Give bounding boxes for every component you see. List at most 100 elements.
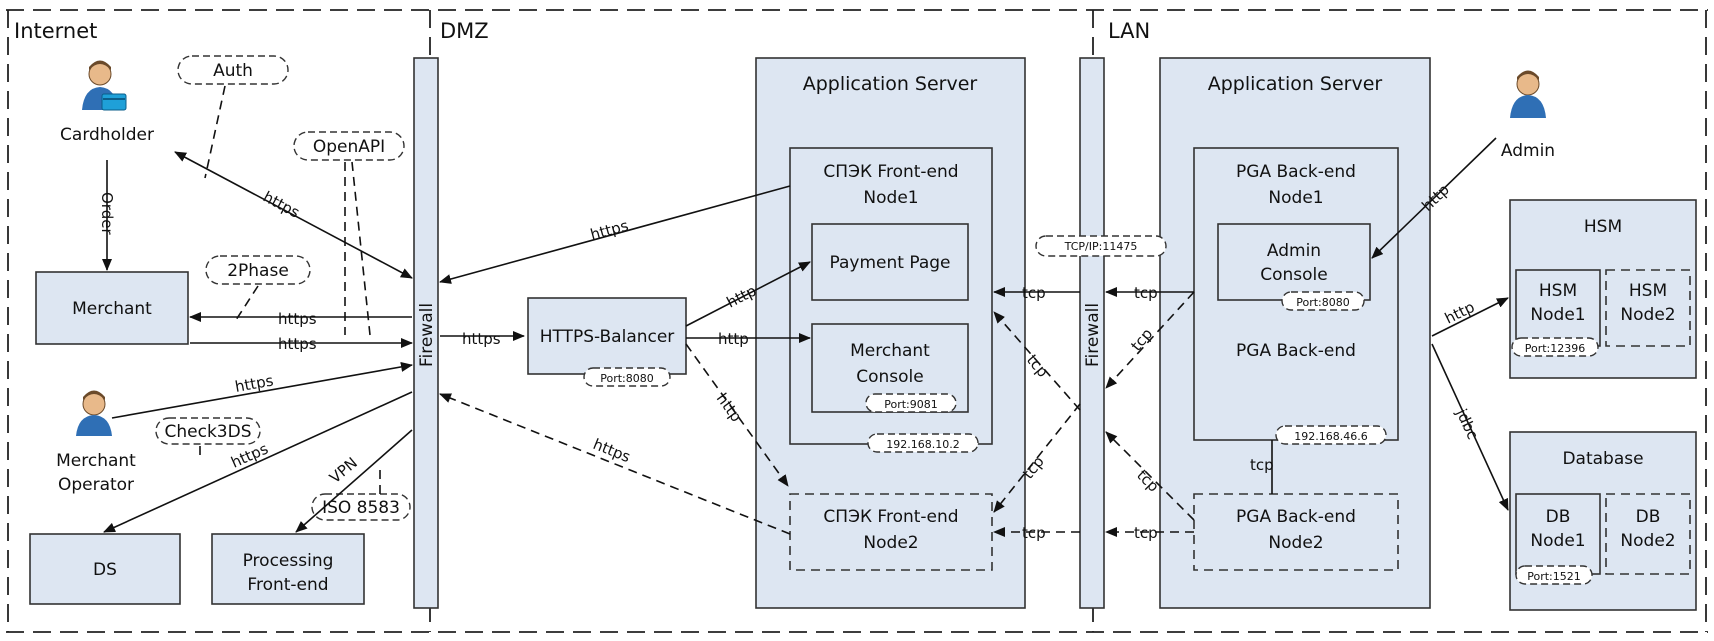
frontend-node2-label-1: СПЭК Front-end xyxy=(823,507,958,527)
iso8583-tag-label: ISO 8583 xyxy=(322,498,400,518)
hsm-label: HSM xyxy=(1584,217,1622,237)
order-edge-label: Order xyxy=(98,192,116,235)
hsm-node2-label-2: Node2 xyxy=(1620,305,1675,325)
cardholder-icon xyxy=(82,60,127,111)
hsm-port-tag xyxy=(1511,337,1599,357)
admin-console-label-2: Console xyxy=(1260,265,1328,285)
merchant-console-port-tag xyxy=(865,393,957,413)
processing-label-1: Processing xyxy=(243,551,334,571)
merchant-console-port-label: Port:9081 xyxy=(884,398,938,411)
fw2-node2-tcp2-label: tcp xyxy=(1022,524,1046,542)
ds-box xyxy=(29,533,181,605)
backend-node1-label-1: PGA Back-end xyxy=(1236,162,1356,182)
frontend-https-arrow xyxy=(439,185,791,284)
backend-node1-label-2: Node1 xyxy=(1268,188,1323,208)
db-node2-label-2: Node2 xyxy=(1620,531,1675,551)
balancer-payment-http-arrow xyxy=(685,261,811,327)
firewall-2 xyxy=(1079,57,1105,609)
firewall-1-label: Firewall xyxy=(417,303,437,367)
backend2-fw2-tcp-label: tcp xyxy=(1133,466,1162,495)
firewall-balancer-label: https xyxy=(462,330,501,348)
fw2-node1-tcp-label: tcp xyxy=(1022,284,1046,302)
zone-lan-label: LAN xyxy=(1108,19,1150,43)
frontend-node1-label-2: Node1 xyxy=(863,188,918,208)
vpn-edge-label: VPN xyxy=(326,454,361,487)
auth-tag xyxy=(177,55,289,85)
fw2-node1-tcp2-label: tcp xyxy=(1023,351,1052,381)
admin-console-box xyxy=(1217,223,1371,301)
admin-label: Admin xyxy=(1501,141,1555,161)
ds-https-arrow xyxy=(103,391,413,533)
admin-port-tag xyxy=(1281,291,1365,311)
merchant-operator-label-1: Merchant xyxy=(56,451,136,471)
database-label: Database xyxy=(1562,449,1643,469)
zone-internet-label: Internet xyxy=(14,19,97,43)
backend2-fw2-tcp2-label: tcp xyxy=(1134,524,1158,542)
tcpip-port-label: TCP/IP:11475 xyxy=(1064,240,1138,253)
merchant-console-label-2: Console xyxy=(856,367,924,387)
iso8583-tag xyxy=(311,493,411,521)
merchant-https-in-label: https xyxy=(278,310,317,328)
operator-https-arrow xyxy=(111,361,413,419)
auth-connector xyxy=(204,85,226,179)
processing-label-2: Front-end xyxy=(247,575,328,595)
cardholder-label: Cardholder xyxy=(60,125,154,145)
backend2-fw2-tcp-arrow xyxy=(1105,431,1195,521)
balancer-port-label: Port:8080 xyxy=(600,372,654,385)
two-phase-connector xyxy=(235,285,259,321)
frontend-node1-label-1: СПЭК Front-end xyxy=(823,162,958,182)
tcpip-port-tag xyxy=(1035,235,1167,257)
backend-hsm-http-label: http xyxy=(1442,298,1478,328)
frontend-https-label: https xyxy=(588,216,630,243)
backend-fw2-tcp2-arrow xyxy=(1105,291,1195,389)
cardholder-https-label: https xyxy=(260,188,303,222)
zone-dmz-label: DMZ xyxy=(440,19,489,43)
check3ds-tag xyxy=(155,417,261,445)
node2-https-label: https xyxy=(591,435,634,466)
hsm-node1-label-2: Node1 xyxy=(1530,305,1585,325)
node1-node2-tcp-label: tcp xyxy=(1250,456,1274,474)
hsm-node2-label-1: HSM xyxy=(1629,281,1667,301)
fw2-node2-tcp-arrow xyxy=(993,403,1081,513)
ds-label: DS xyxy=(93,560,117,580)
backend-ip-tag xyxy=(1275,425,1387,445)
backend-hsm-http-arrow xyxy=(1431,297,1509,337)
merchant-box xyxy=(35,271,189,345)
db-node2-box xyxy=(1605,493,1691,575)
backend-ip-label: 192.168.46.6 xyxy=(1294,430,1367,443)
openapi-tag-label: OpenAPI xyxy=(313,137,385,157)
db-node1-label-1: DB xyxy=(1546,507,1571,527)
frontend-ip-tag xyxy=(867,433,979,453)
balancer-box xyxy=(527,297,687,375)
backend-node2-box xyxy=(1193,493,1399,571)
backend-fw2-tcp2-label: tcp xyxy=(1127,325,1156,355)
admin-http-arrow xyxy=(1371,137,1497,259)
payment-page-label: Payment Page xyxy=(830,253,951,273)
frontend-ip-label: 192.168.10.2 xyxy=(886,438,959,451)
db-port-label: Port:1521 xyxy=(1527,570,1581,583)
admin-icon xyxy=(1510,70,1546,118)
backend-node2-label-1: PGA Back-end xyxy=(1236,507,1356,527)
db-node1-label-2: Node1 xyxy=(1530,531,1585,551)
operator-https-label: https xyxy=(234,371,275,395)
cardholder-https-arrow xyxy=(174,151,413,279)
merchant-https-out-label: https xyxy=(278,335,317,353)
merchant-label: Merchant xyxy=(72,299,152,319)
frontend-node2-box xyxy=(789,493,993,571)
payment-page-box xyxy=(811,223,969,301)
hsm-node1-box xyxy=(1515,269,1601,347)
check3ds-tag-label: Check3DS xyxy=(165,422,252,442)
merchant-operator-label-2: Operator xyxy=(58,475,134,495)
hsm-node2-box xyxy=(1605,269,1691,347)
processing-vpn-arrow xyxy=(295,429,413,533)
db-node1-box xyxy=(1515,493,1601,575)
balancer-port-tag xyxy=(583,367,671,387)
node2-https-arrow xyxy=(439,393,791,535)
backend-label: PGA Back-end xyxy=(1236,341,1356,361)
fw2-node1-tcp2-arrow xyxy=(993,311,1081,411)
merchant-console-label-1: Merchant xyxy=(850,341,930,361)
balancer-console-http-label: http xyxy=(718,330,749,348)
two-phase-tag-label: 2Phase xyxy=(227,261,289,281)
app-server-lan-label: Application Server xyxy=(1208,73,1383,95)
